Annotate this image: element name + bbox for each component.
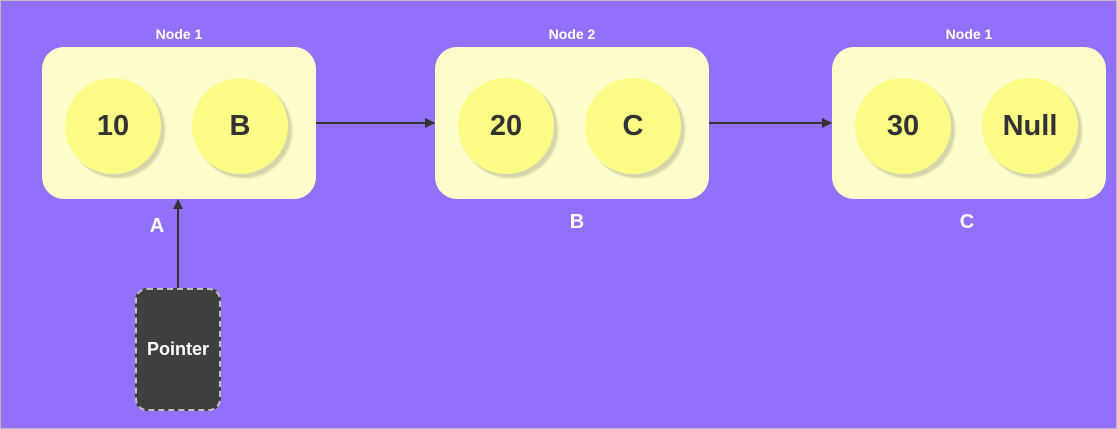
node-3-address-label: C xyxy=(959,211,975,233)
node-2-next-cell: C xyxy=(585,78,681,174)
pointer-label: Pointer xyxy=(146,339,209,359)
node-3-next-cell: Null xyxy=(982,78,1078,174)
node-3: 30 Null xyxy=(832,47,1106,199)
node-2-title: Node 2 xyxy=(548,26,596,42)
node-1-address-label: A xyxy=(149,215,165,237)
pointer-box: Pointer xyxy=(135,288,221,411)
node-1-next-cell: B xyxy=(192,78,288,174)
node-3-data-cell: 30 xyxy=(855,78,951,174)
node-1-data-cell: 10 xyxy=(65,78,161,174)
node-1: 10 B xyxy=(42,47,316,199)
node-2-address-label: B xyxy=(569,211,585,233)
node-1-title: Node 1 xyxy=(155,26,203,42)
node-2-data-cell: 20 xyxy=(458,78,554,174)
node-3-title: Node 1 xyxy=(945,26,993,42)
node-2: 20 C xyxy=(435,47,709,199)
